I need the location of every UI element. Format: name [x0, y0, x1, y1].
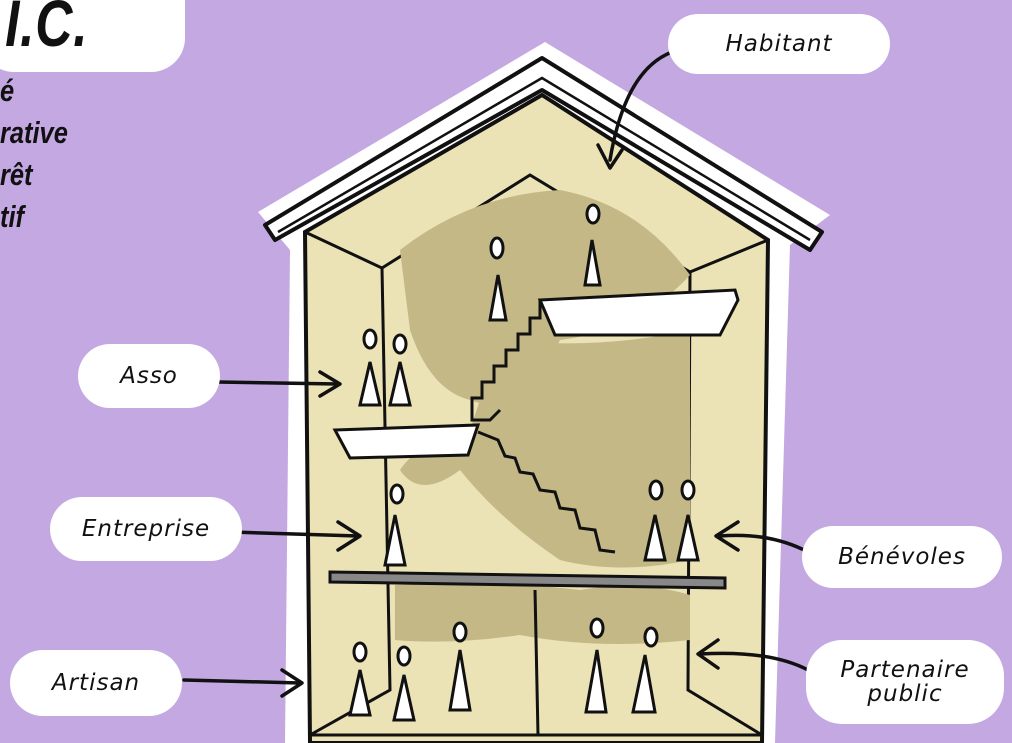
label-asso: Asso [78, 344, 220, 408]
arrow-asso [218, 382, 338, 384]
subtitle: é rative rêt tif [0, 70, 68, 238]
title: .I.C. [0, 0, 88, 61]
label-partenaire-public: Partenaire public [806, 640, 1004, 724]
subtitle-line: é [0, 70, 68, 112]
label-benevoles: Bénévoles [802, 526, 1002, 588]
subtitle-line: rative [0, 112, 68, 154]
arrow-artisan [184, 680, 300, 683]
subtitle-line: rêt [0, 154, 68, 196]
label-artisan: Artisan [10, 650, 182, 716]
label-habitant: Habitant [668, 14, 890, 74]
subtitle-line: tif [0, 196, 68, 238]
label-entreprise: Entreprise [50, 497, 242, 561]
floor-middle [335, 425, 478, 458]
